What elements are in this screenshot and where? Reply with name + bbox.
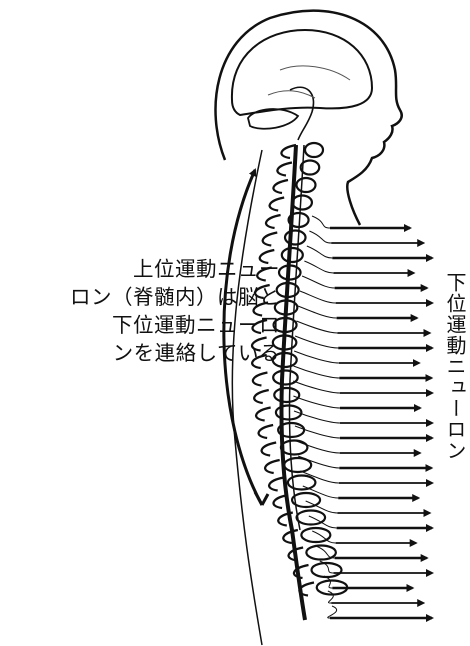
- spinous-process: [269, 478, 284, 491]
- spinal-nerve: [295, 426, 340, 438]
- spinal-nerve: [309, 231, 331, 243]
- caption-line-4: ンを連絡している: [12, 339, 280, 367]
- spinous-process: [266, 215, 281, 228]
- spinal-nerve: [312, 216, 330, 228]
- spinal-nerve: [328, 606, 337, 618]
- spinous-process: [253, 373, 268, 386]
- vertebra: [284, 458, 311, 472]
- spinal-nerve: [307, 246, 333, 258]
- upper-motor-neuron-caption: 上位運動ニュー ロン（脊髄内）は脳と 下位運動ニューロ ンを連絡している: [12, 255, 280, 367]
- spinous-process: [277, 163, 292, 176]
- spinous-process: [254, 390, 269, 403]
- lower-motor-neuron-label: 下位運動ニューロン: [444, 272, 466, 461]
- spinal-nerve: [293, 396, 339, 408]
- spinal-nerve: [294, 351, 339, 363]
- spinal-nerve: [302, 276, 335, 288]
- vertebra: [282, 248, 303, 262]
- vertebra: [274, 388, 299, 402]
- vertebra: [285, 231, 306, 245]
- spinal-nerve: [296, 321, 337, 333]
- spinal-nerve: [295, 336, 338, 348]
- spinal-nerve: [298, 306, 337, 318]
- caption-line-1: 上位運動ニュー: [12, 255, 280, 283]
- cerebellum-outline: [248, 109, 298, 129]
- spinous-process: [256, 408, 271, 421]
- spinal-nerve: [293, 381, 339, 393]
- spinous-process: [262, 443, 277, 456]
- brain-outline: [232, 30, 372, 115]
- caption-line-3: 下位運動ニューロ: [12, 311, 280, 339]
- spinous-process: [263, 233, 278, 246]
- vertebra: [305, 143, 323, 157]
- spinal-nerve: [304, 261, 333, 273]
- vertebra: [281, 441, 308, 455]
- spinous-process: [259, 425, 274, 438]
- spinous-process: [273, 180, 288, 193]
- spinal-nerve: [294, 366, 340, 378]
- spinous-process: [270, 198, 285, 211]
- spinal-nerve: [300, 471, 339, 483]
- spinous-process: [265, 460, 280, 473]
- caption-line-2: ロン（脊髄内）は脳と: [12, 283, 280, 311]
- vertebra: [296, 178, 315, 192]
- vertebra: [292, 196, 312, 210]
- spinal-nerve: [300, 291, 336, 303]
- vertebra: [273, 371, 298, 385]
- spinal-nerve: [328, 591, 333, 603]
